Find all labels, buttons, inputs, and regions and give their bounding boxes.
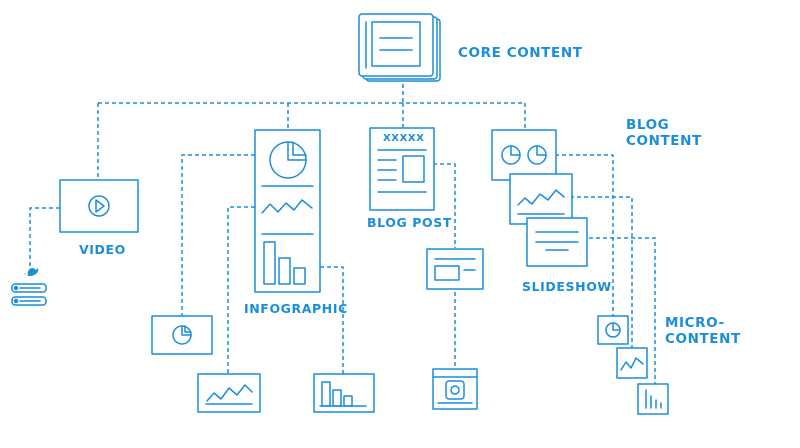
infographic-panel-icon <box>254 129 321 293</box>
blog-post-label: BLOG POST <box>367 215 453 230</box>
slideshow-label: SLIDESHOW <box>522 279 612 294</box>
blog-content-label-line2: CONTENT <box>626 133 702 149</box>
video-player-icon <box>59 179 139 233</box>
micro-content-label-line2: CONTENT <box>665 331 741 347</box>
connector-lines <box>29 84 656 384</box>
micro-slide-line-icon <box>616 347 648 379</box>
micro-pie-card-icon <box>151 315 213 355</box>
tablet-stack-icon <box>358 13 441 82</box>
infographic-label: INFOGRAPHIC <box>244 301 348 316</box>
social-feed-icon <box>11 283 47 306</box>
micro-slide-bars-icon <box>637 383 669 415</box>
micro-content-label-line1: MICRO- <box>665 315 725 331</box>
blog-post-header-text: XXXXX <box>383 133 425 144</box>
document-icon <box>369 127 435 211</box>
twitter-bird-icon <box>24 268 39 276</box>
micro-bar-chart-card-icon <box>313 373 375 413</box>
core-content-label: CORE CONTENT <box>458 45 583 61</box>
slide-stack-icon <box>491 129 588 267</box>
micro-line-chart-card-icon <box>197 373 261 413</box>
video-label: VIDEO <box>79 242 126 257</box>
blog-content-label-line1: BLOG <box>626 117 670 133</box>
micro-card-icon <box>426 248 484 290</box>
micro-slide-pie-icon <box>597 315 629 345</box>
micro-instagram-card-icon <box>432 368 478 410</box>
